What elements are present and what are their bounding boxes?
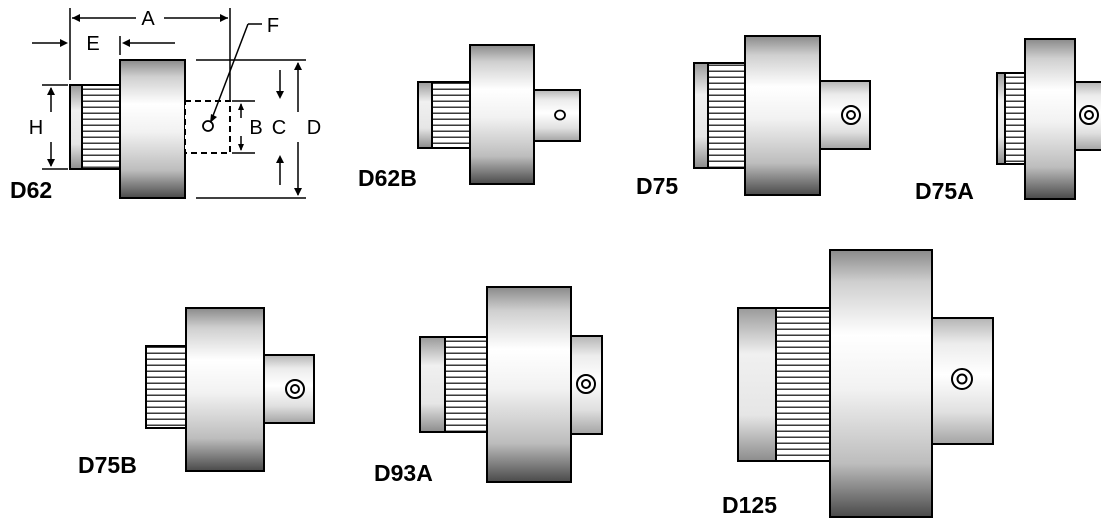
dimension-h-label: H <box>29 117 43 139</box>
coupling-d62 <box>69 59 231 199</box>
dimension-a-label: A <box>141 8 155 30</box>
coupling-d75b <box>145 307 315 472</box>
coupling-d62b <box>417 44 581 185</box>
label-d62: D62 <box>10 177 52 203</box>
label-d75: D75 <box>636 173 678 199</box>
dimension-d-label: D <box>307 117 321 139</box>
label-d75a: D75A <box>915 178 974 204</box>
dimension-c-label: C <box>272 117 286 139</box>
dimension-lines-d62 <box>32 8 306 199</box>
coupling-d75 <box>693 35 871 196</box>
coupling-d75a <box>996 38 1101 200</box>
label-d75b: D75B <box>78 452 137 478</box>
dimension-e-label: E <box>86 33 99 55</box>
dimension-b-label: B <box>249 117 262 139</box>
label-d125: D125 <box>722 492 777 518</box>
label-d62b: D62B <box>358 165 417 191</box>
label-d93a: D93A <box>374 460 433 486</box>
coupling-d125 <box>737 249 994 518</box>
coupling-d93a <box>419 286 603 483</box>
dimension-f-label: F <box>267 15 279 37</box>
